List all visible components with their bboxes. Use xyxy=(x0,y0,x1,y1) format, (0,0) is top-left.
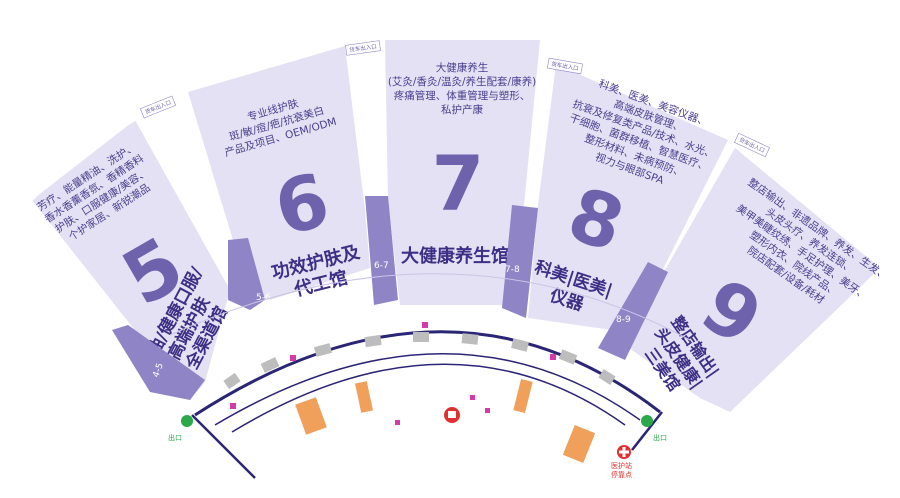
svg-text:货车出入口: 货车出入口 xyxy=(349,42,377,54)
hall-6-area xyxy=(188,46,370,300)
hall-8-area xyxy=(528,64,728,330)
svg-text:6-7: 6-7 xyxy=(374,261,389,271)
exit-left-icon xyxy=(181,415,193,427)
hall-7-desc-3: 私护产康 xyxy=(441,103,483,116)
exit-left-label: 出口 xyxy=(168,433,182,442)
svg-text:4-5: 4-5 xyxy=(151,362,165,379)
nursing-label-2: 停靠点 xyxy=(611,470,632,479)
nursing-station[interactable]: 医护站 停靠点 xyxy=(611,445,632,479)
orange-stages xyxy=(295,379,596,463)
hall-8-entrance-tag: 货车出入口 xyxy=(547,57,583,75)
pink-markers xyxy=(230,322,556,425)
hall-6[interactable]: 专业线护肤 斑/敏/痘/疤/抗衰美白 产品及项目、OEM/ODM 6 功效护肤及… xyxy=(188,40,381,306)
svg-text:8-9: 8-9 xyxy=(616,315,631,325)
nursing-label: 医护站 xyxy=(611,461,632,470)
hall-8[interactable]: 科美、医美、美容仪器、 高端皮肤管理、 抗衰及修复类产品/技术、水光、 干细胞、… xyxy=(525,57,728,330)
exit-right-label: 出口 xyxy=(653,433,667,442)
connector-6-7: 6-7 xyxy=(365,196,398,305)
hall-6-entrance-tag: 货车出入口 xyxy=(345,40,381,56)
hall-7-name-0: 大健康养生馆 xyxy=(401,245,509,267)
hall-7-desc-2: 疼痛管理、体重管理与塑形、 xyxy=(394,89,531,102)
corridor xyxy=(169,273,691,479)
exit-right-icon xyxy=(641,415,653,427)
hall-9-area xyxy=(612,148,880,412)
hall-7-desc-1: (艾灸/香灸/温灸/养生配套/康养) xyxy=(388,75,536,88)
exit-right[interactable]: 出口 xyxy=(641,415,667,442)
hall-7-number: 7 xyxy=(432,139,485,228)
connector-8-9: 8-9 xyxy=(598,262,668,360)
hall-7[interactable]: 大健康养生 (艾灸/香灸/温灸/养生配套/康养) 疼痛管理、体重管理与塑形、 私… xyxy=(385,40,540,305)
svg-text:7-8: 7-8 xyxy=(505,265,520,275)
connector-7-8: 7-8 xyxy=(502,205,538,318)
center-info-icon[interactable] xyxy=(444,407,460,423)
connector-4-5: 4-5 xyxy=(112,325,205,400)
hall-5-entrance-tag: 货车出入口 xyxy=(139,95,177,119)
svg-text:5-6: 5-6 xyxy=(256,293,271,303)
hall-7-area xyxy=(385,40,540,305)
connector-5-6: 5-6 xyxy=(228,238,271,310)
exit-left[interactable]: 出口 xyxy=(168,415,193,442)
corridor-blocks xyxy=(223,332,616,390)
hall-7-desc-0: 大健康养生 xyxy=(436,61,489,74)
